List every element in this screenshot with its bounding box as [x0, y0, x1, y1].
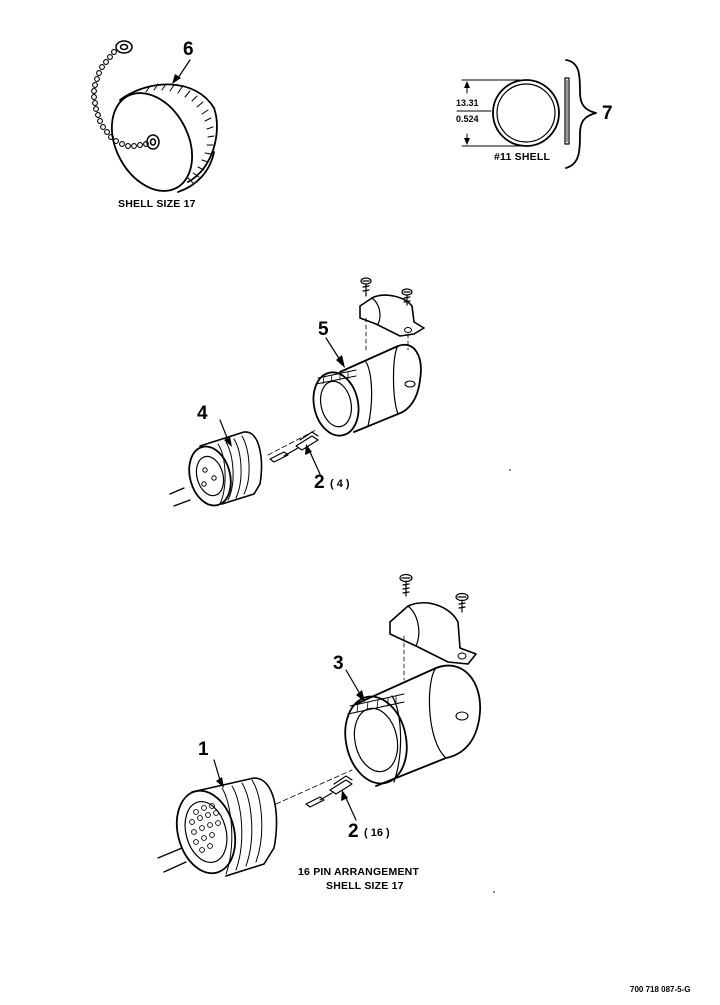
cap-knurling	[145, 83, 215, 184]
plug-assembly-small	[169, 277, 425, 507]
leader-3-arrow	[356, 690, 365, 702]
clamp-screw-left-large	[399, 573, 413, 597]
coupling-nut-large	[344, 695, 408, 785]
dim-arrow-top	[464, 81, 470, 88]
plug-assembly-large	[157, 573, 481, 877]
leader-4-arrow	[224, 436, 232, 447]
callout-4: 4	[197, 403, 208, 424]
leader-2a	[309, 451, 321, 475]
quantity-large: ( 16 )	[364, 827, 390, 839]
clamp-screw-right	[401, 288, 413, 306]
cap-rim-lower	[177, 151, 215, 193]
bracket-brace	[565, 59, 597, 169]
leader-5-arrow	[336, 355, 345, 368]
dimension-mm: 13.31	[456, 98, 479, 108]
ring-inner	[496, 83, 556, 143]
caption-pin-arrangement: 16 PIN ARRANGEMENT	[298, 866, 420, 878]
chain-ring	[115, 40, 133, 54]
shell-ring-drawing	[456, 59, 597, 169]
contact-pins-small	[269, 431, 319, 463]
cap-rim	[119, 83, 218, 183]
callout-6: 6	[183, 39, 194, 60]
leader-6	[177, 59, 191, 79]
cable-clamp-small	[359, 294, 425, 337]
callout-3: 3	[333, 653, 344, 674]
caption-shell-size-bottom: SHELL SIZE 17	[326, 880, 404, 892]
callout-7: 7	[602, 103, 613, 124]
leader-2b	[345, 797, 357, 821]
dim-arrow-bottom	[464, 138, 470, 145]
callout-2-large: 2	[348, 821, 359, 842]
leader-5	[325, 337, 341, 361]
plug-face-small	[188, 445, 232, 507]
caption-shell-size-top: SHELL SIZE 17	[118, 198, 196, 210]
pin-holes	[189, 803, 221, 853]
chain-ring-hole	[119, 43, 129, 51]
bead-chain	[91, 49, 149, 149]
clamp-screw-right-large	[455, 592, 469, 613]
leader-1-arrow	[216, 777, 224, 788]
leader-2b-arrow	[341, 790, 348, 801]
leader-4	[219, 419, 229, 441]
callout-2-small: 2	[314, 472, 325, 493]
plug-body-large	[191, 777, 278, 877]
cable-clamp-large	[389, 602, 477, 665]
caption-ring: #11 SHELL	[494, 151, 551, 163]
ring-side-view	[564, 77, 570, 145]
contact-pins-large	[305, 775, 353, 808]
callout-1: 1	[198, 739, 209, 760]
leader-3	[345, 669, 361, 695]
backshell-body-small	[339, 343, 422, 433]
leader-2a-arrow	[305, 444, 312, 455]
cap-boss-hole	[149, 138, 157, 146]
ring-outer	[492, 79, 560, 147]
dust-cap-drawing	[91, 40, 218, 193]
callout-5: 5	[318, 319, 329, 340]
leader-6-arrow	[172, 74, 181, 84]
cap-boss	[146, 134, 160, 150]
dimension-inch: 0.524	[456, 114, 479, 124]
quantity-small: ( 4 )	[330, 478, 350, 490]
plug-body-small	[199, 431, 263, 505]
backshell-body-large	[355, 664, 481, 787]
figure-number: 700 718 087-5-G	[630, 985, 691, 994]
clamp-screw-left	[360, 277, 372, 297]
coupling-nut-small	[312, 371, 360, 437]
leader-1	[213, 759, 221, 781]
